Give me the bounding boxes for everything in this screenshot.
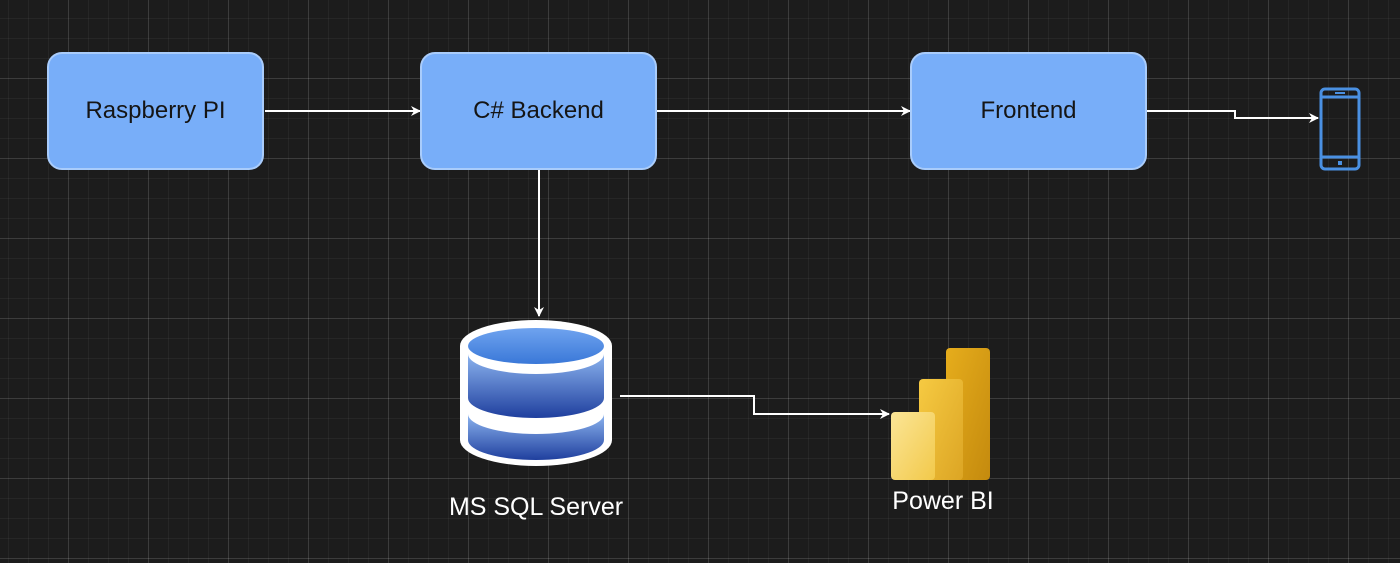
database-icon[interactable]: [454, 316, 618, 472]
raspberry-pi-node[interactable]: Raspberry PI: [47, 52, 264, 170]
mobile-phone-icon[interactable]: [1318, 86, 1362, 172]
power-bi-icon[interactable]: [890, 346, 994, 482]
edge-frontend-to-mobile[interactable]: [1147, 110, 1319, 123]
power-bi-label: Power BI: [892, 487, 994, 515]
frontend-node[interactable]: Frontend: [910, 52, 1147, 170]
csharp-backend-node[interactable]: C# Backend: [420, 52, 657, 170]
database-label: MS SQL Server: [448, 493, 624, 521]
edge-database-to-powerbi[interactable]: [620, 395, 890, 419]
frontend-label: Frontend: [980, 97, 1077, 124]
csharp-backend-label: C# Backend: [473, 97, 604, 124]
raspberry-pi-label: Raspberry PI: [85, 97, 226, 124]
